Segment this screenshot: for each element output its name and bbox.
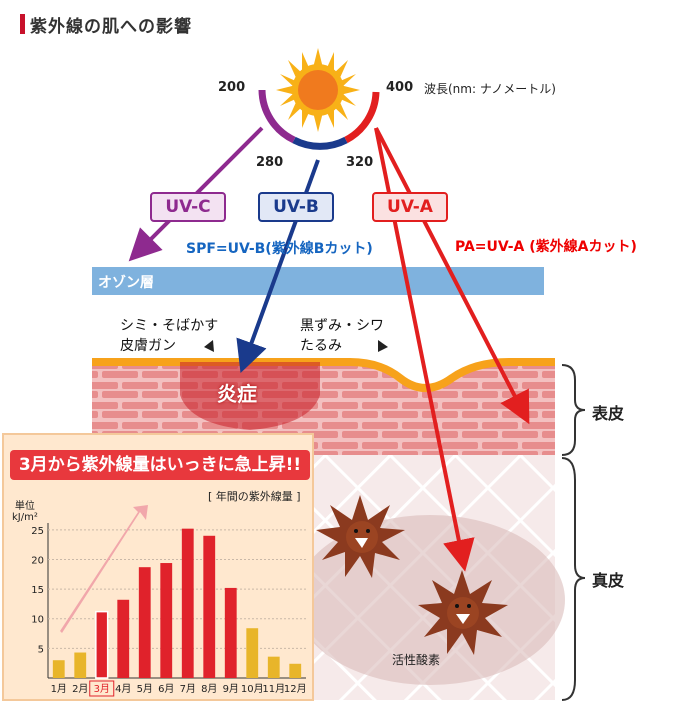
chart-y-tick-label: 15 [31,585,44,596]
dermis-label: 真皮 [592,571,625,590]
uvc-arrow [128,126,264,262]
chart-bar-7 [181,528,194,678]
wrinkles-label-line1: 黒ずみ・シワ [300,318,384,334]
chart-x-tick-label: 10月 [241,683,264,695]
chart-x-tick-label: 5月 [137,683,153,695]
sun-icon [276,48,360,132]
dermis-brace [561,457,586,701]
chart-unit-line2: kJ/m² [12,512,38,523]
wavelength-unit-note: 波長(nm: ナノメートル) [424,82,556,96]
wrinkles-label-line2: たるみ [300,338,342,354]
chart-x-tick-label: 4月 [115,683,131,695]
wavelength-280: 280 [256,155,284,170]
chart-x-tick-label: 9月 [223,683,239,695]
wrinkles-label: 黒ずみ・シワ たるみ [300,316,384,356]
chart-x-tick-label: 7月 [180,683,196,695]
spots-label: シミ・そばかす 皮膚ガン [120,316,218,356]
skin-surface-line [92,358,555,392]
chart-y-tick-label: 20 [31,555,44,566]
chart-bar-8 [203,535,216,678]
chart-bar-1 [52,660,65,678]
chart-bar-10 [246,628,259,678]
chart-x-tick-label: 11月 [262,683,285,695]
chart-bar-9 [224,587,237,678]
chart-bar-4 [117,599,130,678]
chart-bar-2 [74,652,87,678]
wavelength-400: 400 [386,80,414,95]
highlight-month-box [89,680,115,697]
chart-bar-6 [160,563,173,678]
chart-y-tick-label: 10 [31,615,44,626]
chart-legend: [ 年間の紫外線量 ] [208,490,301,503]
ozone-layer-label: オゾン層 [98,275,154,291]
epidermis-brace [561,364,586,456]
title-accent-bar [20,14,25,34]
rising-trend-arrow [60,505,148,633]
chart-x-tick-label: 8月 [201,683,217,695]
chart-bar-3 [95,610,109,679]
uvc-arc [258,89,296,144]
pa-note: PA=UV-A (紫外線Aカット) [455,239,637,255]
chart-banner: 3月から紫外線量はいっきに急上昇!! [10,450,310,480]
chart-y-tick-label: 5 [38,644,44,655]
chart-y-tick-label: 25 [31,526,44,537]
chart-x-tick-label: 1月 [51,683,67,695]
chart-unit-line1: 単位 [14,501,35,512]
uvc-label-box: UV-C [150,192,226,222]
chart-bar-11 [267,656,280,678]
spf-note: SPF=UV-B(紫外線Bカット) [186,241,373,257]
inflammation-zone [180,362,320,430]
chart-x-tick-label: 3月 [94,683,110,695]
uvb-arc [292,136,348,150]
chart-unit-label: 単位 kJ/m² [12,497,38,523]
chart-x-tick-label: 2月 [72,683,88,695]
uva-label-box: UV-A [372,192,448,222]
active-oxygen-label: 活性酸素 [392,653,441,667]
pointer-spots [204,340,214,352]
uva-arc [344,91,380,144]
chart-bar-12 [289,663,302,678]
wavelength-200: 200 [218,80,246,95]
chart-x-tick-label: 6月 [158,683,174,695]
chart-x-tick-label: 12月 [284,683,307,695]
uvb-label-box: UV-B [258,192,334,222]
page-title: 紫外線の肌への影響 [30,17,192,37]
epidermis-label: 表皮 [592,404,625,423]
chart-bar-5 [138,567,151,678]
wavelength-320: 320 [346,155,374,170]
spots-label-line2: 皮膚ガン [120,338,176,354]
pointer-wrinkles [378,340,388,352]
active-oxygen-icon [418,570,508,655]
ozone-layer-band [92,267,544,295]
spots-label-line1: シミ・そばかす [120,318,219,334]
inflammation-label: 炎症 [217,382,257,406]
uva-arrow-epidermis [374,127,530,425]
active-oxygen-icon [316,495,405,578]
